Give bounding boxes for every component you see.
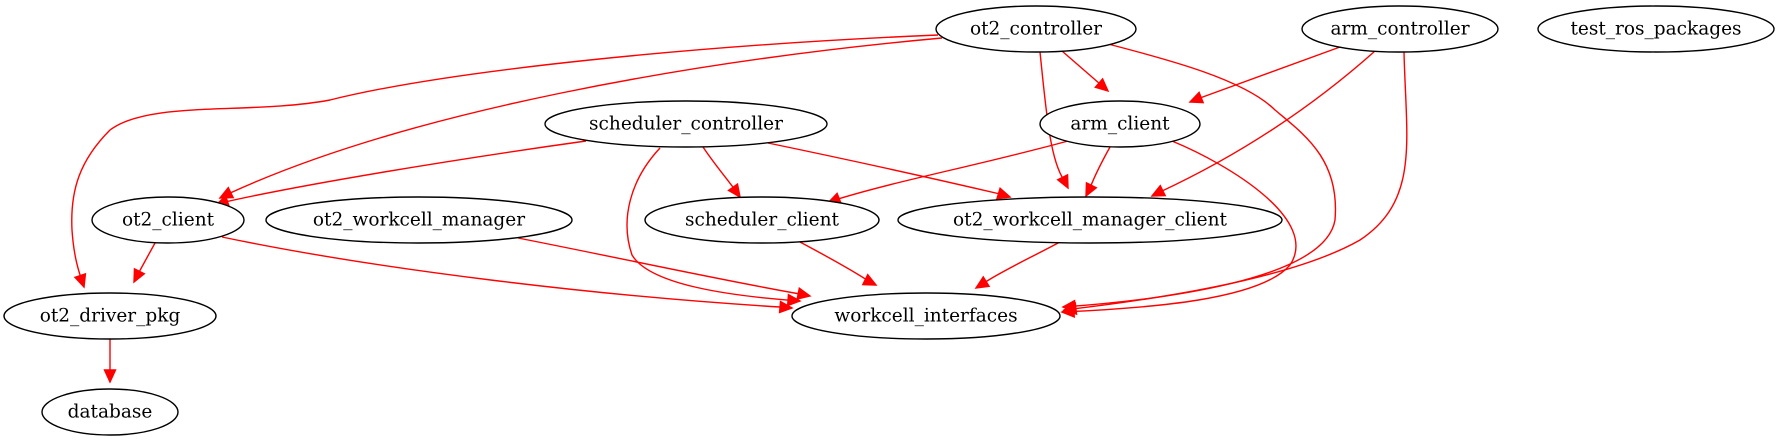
node-label-scheduler-client: scheduler_client <box>685 210 839 231</box>
edge-line <box>1151 50 1376 197</box>
node-ot2-workcell-manager-client[interactable]: ot2_workcell_manager_client <box>897 196 1283 244</box>
edge-line <box>215 140 587 206</box>
edge-arrowhead <box>974 275 991 289</box>
node-database[interactable]: database <box>41 388 179 436</box>
node-ot2-workcell-manager[interactable]: ot2_workcell_manager <box>265 196 573 244</box>
edge-arrowhead <box>103 369 117 384</box>
edge-arm-controller-to-ot2-workcell-manager-client <box>1150 50 1376 197</box>
edges-layer <box>71 34 1408 384</box>
edge-arrowhead <box>1060 304 1075 319</box>
edge-ot2-workcell-manager-to-workcell-interfaces <box>517 237 812 300</box>
edge-line <box>71 34 939 288</box>
edge-ot2-controller-to-arm-client <box>1061 50 1110 93</box>
node-scheduler-controller[interactable]: scheduler_controller <box>544 100 828 148</box>
node-label-ot2-controller: ot2_controller <box>970 19 1102 40</box>
node-label-ot2-client: ot2_client <box>122 210 215 231</box>
edge-ot2-workcell-manager-client-to-workcell-interfaces <box>974 241 1061 289</box>
node-workcell-interfaces[interactable]: workcell_interfaces <box>791 292 1061 340</box>
edge-scheduler-controller-to-scheduler-client <box>702 146 741 199</box>
edge-line <box>221 236 793 309</box>
node-label-arm-client: arm_client <box>1070 114 1170 135</box>
node-label-database: database <box>68 402 153 423</box>
edge-arrowhead <box>1188 91 1205 104</box>
edge-arrowhead <box>218 186 235 199</box>
edge-line <box>1061 140 1297 313</box>
edge-ot2-client-to-workcell-interfaces <box>221 236 794 314</box>
edge-ot2-controller-to-ot2-driver-pkg <box>71 34 939 289</box>
edge-scheduler-client-to-workcell-interfaces <box>799 241 878 286</box>
node-ot2-controller[interactable]: ot2_controller <box>935 5 1137 53</box>
edge-ot2-client-to-ot2-driver-pkg <box>133 242 156 284</box>
node-arm-client[interactable]: arm_client <box>1039 100 1201 148</box>
edge-line <box>975 241 1061 289</box>
edge-arrowhead <box>1056 173 1069 190</box>
edge-arrowhead <box>796 287 812 300</box>
edge-line <box>827 140 1069 204</box>
edge-line <box>1063 51 1408 311</box>
edge-line <box>799 241 877 286</box>
edge-arrowhead <box>133 267 146 284</box>
node-arm-controller[interactable]: arm_controller <box>1301 5 1499 53</box>
node-scheduler-client[interactable]: scheduler_client <box>644 196 880 244</box>
edge-scheduler-controller-to-ot2-workcell-manager-client <box>767 142 1012 200</box>
edge-scheduler-controller-to-workcell-interfaces <box>626 147 802 307</box>
edge-arrowhead <box>727 182 741 199</box>
node-label-ot2-workcell-manager: ot2_workcell_manager <box>313 210 525 231</box>
edge-arrowhead <box>995 187 1012 200</box>
edge-line <box>219 37 943 199</box>
edge-arrowhead <box>861 273 878 286</box>
node-label-scheduler-controller: scheduler_controller <box>589 114 783 135</box>
edge-arm-controller-to-arm-client <box>1188 46 1341 104</box>
edge-arm-client-to-scheduler-client <box>826 140 1069 205</box>
node-label-ot2-driver-pkg: ot2_driver_pkg <box>40 306 181 327</box>
nodes-layer: ot2_controller arm_controller test_ros_p… <box>3 5 1775 436</box>
node-label-test-ros-packages: test_ros_packages <box>1570 19 1741 40</box>
node-ot2-driver-pkg[interactable]: ot2_driver_pkg <box>3 292 217 340</box>
edge-arrowhead <box>778 300 794 314</box>
node-ot2-client[interactable]: ot2_client <box>91 196 245 244</box>
edge-arrowhead <box>1150 184 1167 197</box>
node-label-arm-controller: arm_controller <box>1330 19 1469 40</box>
edge-arrowhead <box>786 293 802 307</box>
edge-arrowhead <box>1094 77 1110 93</box>
edge-line <box>626 147 801 302</box>
edge-arrowhead <box>1085 181 1098 198</box>
node-test-ros-packages[interactable]: test_ros_packages <box>1537 5 1775 53</box>
edge-arm-client-to-ot2-workcell-manager-client <box>1085 146 1111 198</box>
edge-arm-client-to-workcell-interfaces <box>1060 140 1297 319</box>
edge-line <box>517 237 811 297</box>
edge-ot2-driver-pkg-to-database <box>103 339 117 384</box>
edge-arm-controller-to-workcell-interfaces <box>1062 51 1408 316</box>
edge-line <box>767 142 1011 198</box>
edge-arrowhead <box>73 272 87 289</box>
node-label-ot2-workcell-manager-client: ot2_workcell_manager_client <box>953 210 1227 231</box>
node-label-workcell-interfaces: workcell_interfaces <box>834 306 1017 327</box>
